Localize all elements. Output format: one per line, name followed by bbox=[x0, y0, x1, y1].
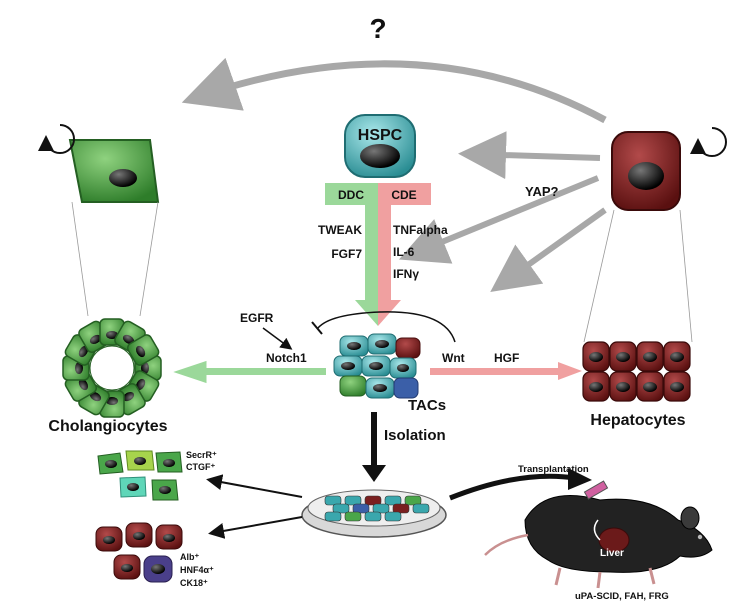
plate-hepatocyte bbox=[636, 341, 664, 372]
dish-cell bbox=[364, 495, 382, 506]
hepatocyte-cell bbox=[611, 131, 681, 211]
plate-hepatocyte bbox=[582, 371, 610, 402]
hgf-label: HGF bbox=[494, 351, 519, 365]
transplantation-arrow bbox=[449, 473, 576, 501]
dish-cell bbox=[392, 503, 410, 514]
hspc-label: HSPC bbox=[358, 127, 403, 144]
tnfalpha-label: TNFalpha bbox=[393, 223, 448, 237]
secrr-marker: SecrR⁺ bbox=[186, 450, 217, 460]
ctgf-marker: CTGF⁺ bbox=[186, 462, 215, 472]
ddc-arrow-shaft bbox=[365, 205, 378, 303]
yap-label: YAP? bbox=[525, 184, 559, 199]
ck18-marker: CK18⁺ bbox=[180, 578, 208, 588]
dish-to-hepatocytes-arrow bbox=[208, 516, 303, 539]
duct-cell bbox=[126, 334, 160, 366]
dish-cell bbox=[352, 503, 370, 514]
cultured-hepatocytes bbox=[95, 522, 183, 583]
dish-cell bbox=[372, 503, 390, 514]
cde-label: CDE bbox=[391, 188, 416, 202]
zoom-line bbox=[71, 201, 89, 317]
plate-hepatocyte bbox=[636, 371, 664, 402]
tac-cluster bbox=[333, 333, 421, 399]
egfr-to-notch1-arrow bbox=[262, 327, 293, 350]
ifng-label: IFNγ bbox=[393, 267, 419, 281]
dish-cell bbox=[324, 495, 342, 506]
plate-hepatocyte bbox=[609, 371, 637, 402]
dish-cell bbox=[344, 511, 362, 522]
hepatocyte-self-renewal-icon bbox=[690, 127, 727, 157]
notch1-label: Notch1 bbox=[266, 351, 307, 365]
tac-to-cholangiocyte-shaft bbox=[200, 368, 326, 375]
cde-arrow-shaft bbox=[378, 205, 391, 303]
alb-marker: Alb⁺ bbox=[180, 552, 199, 562]
plate-hepatocyte bbox=[609, 341, 637, 372]
isolation-arrow-shaft bbox=[371, 412, 377, 468]
syringe-icon bbox=[583, 480, 609, 500]
cultured-cholangiocytes bbox=[97, 450, 183, 501]
hepatocyte-plate bbox=[582, 341, 691, 402]
cholangiocyte-cell bbox=[68, 139, 160, 203]
dish-cell bbox=[344, 495, 362, 506]
dish-cell bbox=[332, 503, 350, 514]
dish-cell bbox=[412, 503, 430, 514]
zoom-line bbox=[583, 209, 615, 343]
tweak-label: TWEAK bbox=[318, 223, 362, 237]
inhibition-bar bbox=[311, 321, 323, 335]
egfr-label: EGFR bbox=[240, 311, 274, 325]
plate-hepatocyte bbox=[582, 341, 610, 372]
liver-label: Liver bbox=[600, 548, 624, 559]
tacs-label: TACs bbox=[408, 397, 446, 414]
transplantation-label: Transplantation bbox=[518, 464, 589, 475]
tac-to-hepatocyte-head bbox=[558, 362, 582, 380]
dish-cell bbox=[324, 511, 342, 522]
zoom-line bbox=[679, 209, 693, 343]
cholangiocyte-duct bbox=[62, 318, 162, 418]
cholangiocytes-label: Cholangiocytes bbox=[48, 418, 167, 435]
dish-cell bbox=[384, 495, 402, 506]
wnt-inhibits-notch-arc bbox=[317, 311, 456, 343]
isolation-label: Isolation bbox=[384, 427, 446, 444]
dish-cell bbox=[404, 495, 422, 506]
hspc-cell: HSPC bbox=[344, 114, 416, 178]
zoom-line bbox=[139, 201, 159, 317]
ddc-box bbox=[325, 183, 378, 205]
mouse-illustration bbox=[484, 480, 713, 589]
tac-to-hepatocyte-shaft bbox=[430, 368, 560, 375]
cholangiocyte-self-renewal-icon bbox=[38, 124, 75, 154]
dish-cell bbox=[384, 511, 402, 522]
hepatocyte-to-tac-arrow-2 bbox=[490, 207, 607, 292]
wnt-label: Wnt bbox=[442, 351, 465, 365]
petri-dish bbox=[301, 489, 447, 538]
dish-to-cholangiocytes-arrow bbox=[206, 474, 303, 498]
fgf7-label: FGF7 bbox=[331, 247, 362, 261]
dedifferentiation-arrow bbox=[181, 57, 607, 124]
hepatocyte-to-tac-arrow-1 bbox=[398, 175, 600, 264]
transplantation-arrow-head bbox=[568, 468, 592, 490]
cde-box bbox=[378, 183, 431, 205]
plate-hepatocyte bbox=[663, 371, 691, 402]
dish-cell bbox=[364, 511, 382, 522]
cde-arrow-head bbox=[378, 300, 401, 326]
hepatocytes-label: Hepatocytes bbox=[590, 412, 685, 429]
question-mark: ? bbox=[369, 13, 386, 44]
plate-hepatocyte bbox=[663, 341, 691, 372]
ddc-label: DDC bbox=[338, 188, 364, 202]
hnf4a-marker: HNF4α⁺ bbox=[180, 565, 214, 575]
hepatocyte-to-hspc-arrow bbox=[458, 131, 601, 180]
isolation-arrow-head bbox=[362, 465, 386, 482]
il6-label: IL-6 bbox=[393, 245, 415, 259]
mouse-models-label: uPA-SCID, FAH, FRG bbox=[575, 591, 669, 602]
